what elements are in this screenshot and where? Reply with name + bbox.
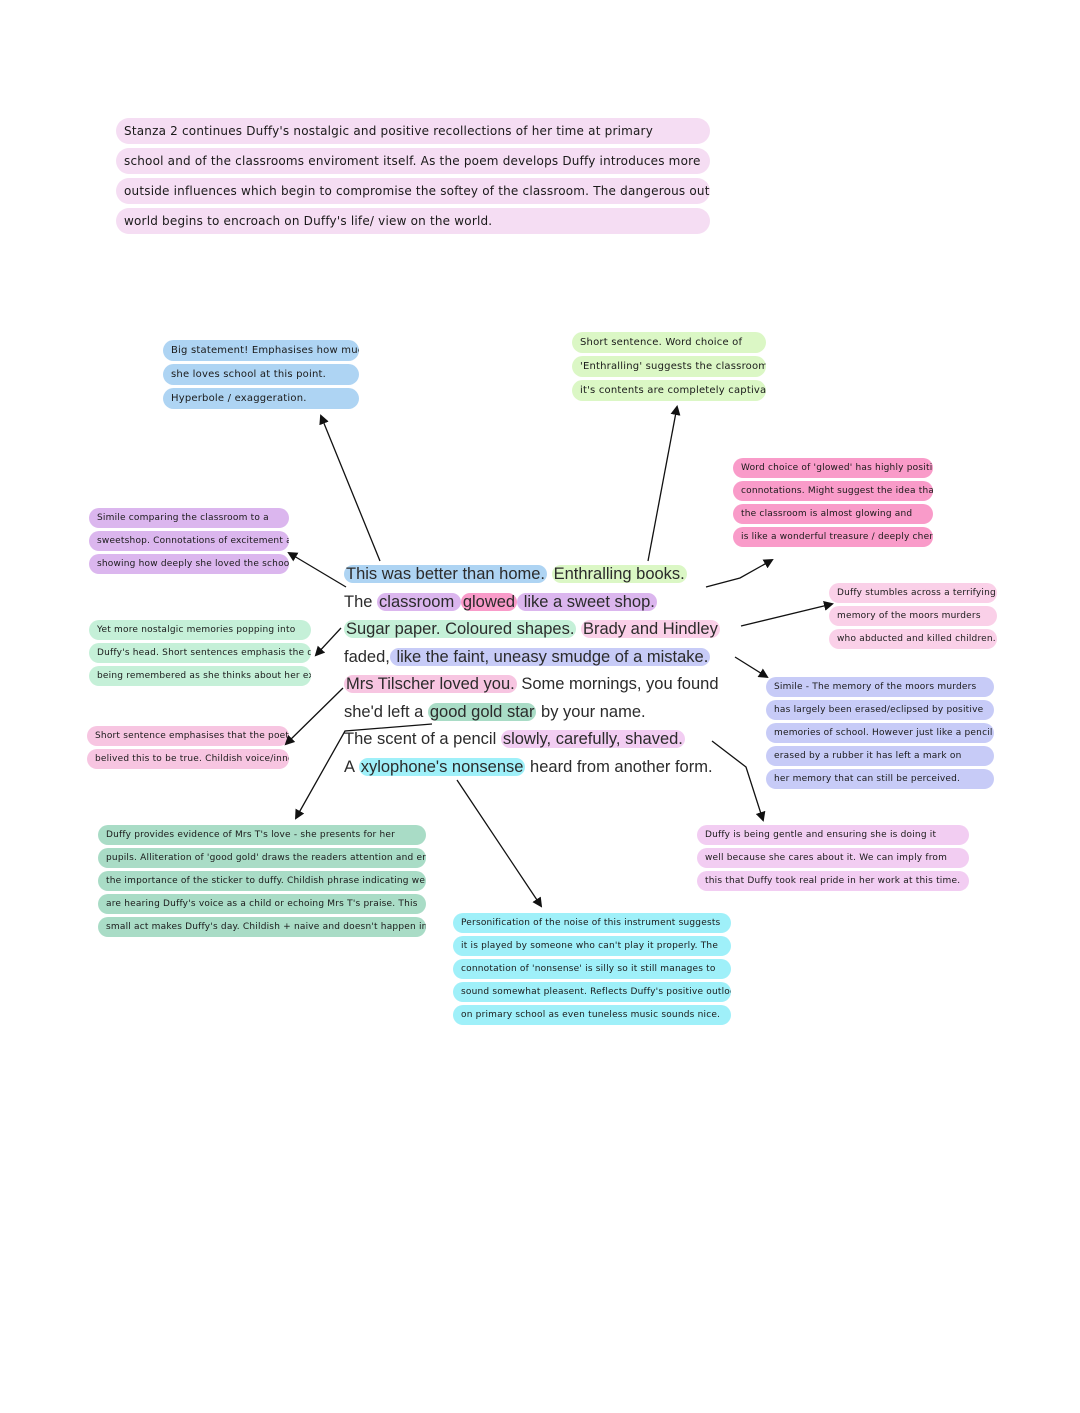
note-line: it's contents are completely captivating… xyxy=(572,380,766,401)
note-line: belived this to be true. Childish voice/… xyxy=(87,749,289,769)
note-line: sweetshop. Connotations of excitement an… xyxy=(89,531,289,551)
note-simile-sweetshop: Simile comparing the classroom to a sweet… xyxy=(89,508,289,577)
arrow-short-belief xyxy=(284,687,344,746)
arrow-nostalgic-memories xyxy=(314,627,342,657)
highlighted-phrase: Mrs Tilscher loved you. xyxy=(344,675,517,693)
poem-text: heard from another form. xyxy=(525,757,713,776)
note-line: the importance of the sticker to duffy. … xyxy=(98,871,426,891)
note-line: are hearing Duffy's voice as a child or … xyxy=(98,894,426,914)
note-short-sentence: Short sentence. Word choice of 'Enthralli… xyxy=(572,332,766,404)
note-line: 'Enthralling' suggests the classroom and xyxy=(572,356,766,377)
highlighted-phrase: good gold star xyxy=(427,702,537,721)
note-line: sound somewhat pleasent. Reflects Duffy'… xyxy=(453,982,731,1002)
highlighted-phrase: like the faint, uneasy smudge of a mista… xyxy=(389,647,711,666)
arrow-big-statement xyxy=(319,414,381,562)
note-line: the classroom is almost glowing and xyxy=(733,504,933,524)
arrow-glowed xyxy=(705,559,774,588)
poem-text: she'd left a xyxy=(344,702,428,721)
note-line: she loves school at this point. xyxy=(163,364,359,385)
note-glowed: Word choice of 'glowed' has highly posit… xyxy=(733,458,933,550)
note-line: pupils. Alliteration of 'good gold' draw… xyxy=(98,848,426,868)
note-line: small act makes Duffy's day. Childish + … xyxy=(98,917,426,937)
note-short-belief: Short sentence emphasises that the poet b… xyxy=(87,726,289,772)
note-line: erased by a rubber it has left a mark on xyxy=(766,746,994,766)
note-line: showing how deeply she loved the school … xyxy=(89,554,289,574)
intro-note: Stanza 2 continues Duffy's nostalgic and… xyxy=(116,118,710,238)
note-line: memory of the moors murders xyxy=(829,606,997,626)
note-line: memories of school. However just like a … xyxy=(766,723,994,743)
poem-stanza: This was better than home. Enthralling b… xyxy=(344,561,748,781)
note-line: who abducted and killed children. xyxy=(829,629,997,649)
note-line: Yet more nostalgic memories popping into xyxy=(89,620,311,640)
arrow-xylophone xyxy=(456,779,543,908)
note-line: outside influences which begin to compro… xyxy=(116,178,710,204)
note-line: Duffy provides evidence of Mrs T's love … xyxy=(98,825,426,845)
highlighted-phrase: This was better than home. xyxy=(344,565,548,583)
note-line: it is played by someone who can't play i… xyxy=(453,936,731,956)
note-line: Word choice of 'glowed' has highly posit… xyxy=(733,458,933,478)
poem-line: faded, like the faint, uneasy smudge of … xyxy=(344,644,748,672)
poem-line: The scent of a pencil slowly, carefully,… xyxy=(344,726,748,754)
poem-line: A xylophone's nonsense heard from anothe… xyxy=(344,754,748,782)
note-line: this that Duffy took real pride in her w… xyxy=(697,871,969,891)
highlighted-phrase: Brady and Hindley xyxy=(581,620,720,638)
note-line: Stanza 2 continues Duffy's nostalgic and… xyxy=(116,118,710,144)
arrow-short-sentence xyxy=(647,405,681,562)
highlighted-phrase: glowed xyxy=(460,592,518,611)
note-line: Duffy is being gentle and ensuring she i… xyxy=(697,825,969,845)
note-simile-moors: Simile - The memory of the moors murders… xyxy=(766,677,994,792)
arrow-simile-moors xyxy=(734,656,769,679)
highlighted-phrase: xylophone's nonsense xyxy=(358,757,526,776)
note-line: Personification of the noise of this ins… xyxy=(453,913,731,933)
note-gold-star: Duffy provides evidence of Mrs T's love … xyxy=(98,825,426,940)
poem-text: The xyxy=(344,592,378,611)
note-nostalgic-memories: Yet more nostalgic memories popping into… xyxy=(89,620,311,689)
arrow-simile-sweetshop xyxy=(287,551,347,588)
note-line: being remembered as she thinks about her… xyxy=(89,666,311,686)
poem-text: by your name. xyxy=(536,702,646,721)
highlighted-phrase: Sugar paper. Coloured shapes. xyxy=(344,620,577,638)
note-line: Short sentence. Word choice of xyxy=(572,332,766,353)
poem-text: The scent of a pencil xyxy=(344,730,501,748)
note-line: is like a wonderful treasure / deeply ch… xyxy=(733,527,933,547)
poem-line: she'd left a good gold star by your name… xyxy=(344,699,748,727)
highlighted-phrase: Enthralling books. xyxy=(551,565,687,583)
note-big-statement: Big statement! Emphasises how much she lo… xyxy=(163,340,359,412)
note-line: connotation of 'nonsense' is silly so it… xyxy=(453,959,731,979)
arrow-gold-star xyxy=(295,723,433,820)
note-pencil: Duffy is being gentle and ensuring she i… xyxy=(697,825,969,894)
poem-line: This was better than home. Enthralling b… xyxy=(344,561,748,589)
highlighted-phrase: classroom xyxy=(377,592,461,611)
arrow-brady-hindley xyxy=(740,601,834,627)
poem-line: The classroom glowed like a sweet shop. xyxy=(344,589,748,617)
poem-text: faded, xyxy=(344,647,390,666)
note-line: Simile comparing the classroom to a xyxy=(89,508,289,528)
note-line: her memory that can still be perceived. xyxy=(766,769,994,789)
poem-line: Sugar paper. Coloured shapes. Brady and … xyxy=(344,616,748,644)
arrow-pencil xyxy=(711,740,766,822)
highlighted-phrase: slowly, carefully, shaved. xyxy=(500,730,685,748)
note-line: on primary school as even tuneless music… xyxy=(453,1005,731,1025)
note-line: connotations. Might suggest the idea tha… xyxy=(733,481,933,501)
note-line: Duffy stumbles across a terrifying xyxy=(829,583,997,603)
note-line: well because she cares about it. We can … xyxy=(697,848,969,868)
note-line: world begins to encroach on Duffy's life… xyxy=(116,208,710,234)
note-brady-hindley: Duffy stumbles across a terrifying memory… xyxy=(829,583,997,652)
poem-text: Some mornings, you found xyxy=(516,675,719,693)
note-line: Short sentence emphasises that the poet xyxy=(87,726,289,746)
note-xylophone: Personification of the noise of this ins… xyxy=(453,913,731,1028)
note-line: Big statement! Emphasises how much xyxy=(163,340,359,361)
poem-text: A xyxy=(344,757,359,776)
note-line: Hyperbole / exaggeration. xyxy=(163,388,359,409)
highlighted-phrase: like a sweet shop. xyxy=(517,592,657,611)
note-line: Simile - The memory of the moors murders xyxy=(766,677,994,697)
note-line: school and of the classrooms enviroment … xyxy=(116,148,710,174)
note-line: Duffy's head. Short sentences emphasis t… xyxy=(89,643,311,663)
poem-line: Mrs Tilscher loved you. Some mornings, y… xyxy=(344,671,748,699)
note-line: has largely been erased/eclipsed by posi… xyxy=(766,700,994,720)
